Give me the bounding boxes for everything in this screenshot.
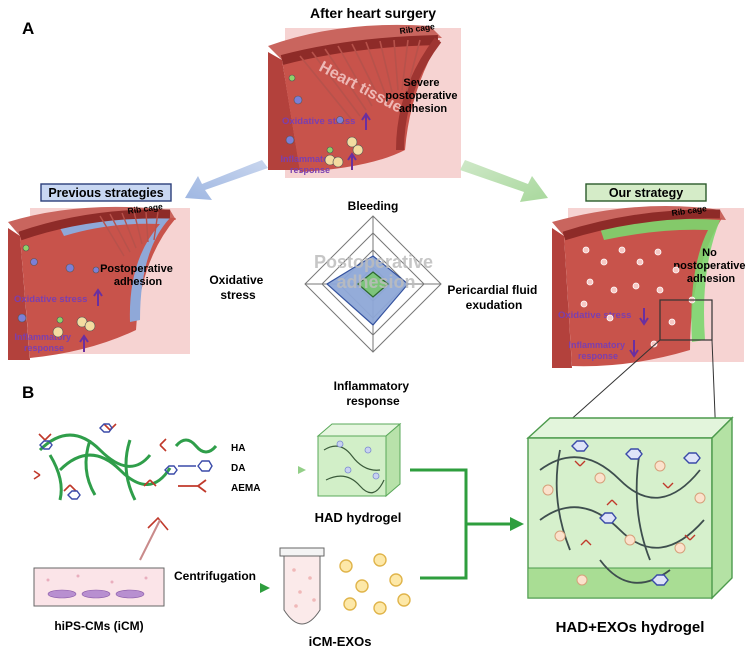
ours-oxidative-label: Oxidative stress xyxy=(558,310,631,321)
exosomes xyxy=(339,553,411,615)
radar-axis-left: Oxidative stress xyxy=(209,273,266,302)
previous-adhesion-label: Postoperative adhesion xyxy=(100,263,176,288)
radar-axis-bottom: Inflammatory response xyxy=(334,379,413,408)
previous-rib-cage: Rib cage xyxy=(127,201,164,216)
exos-label: iCM-EXOs xyxy=(309,634,372,649)
previous-strategy-illustration: Previous strategies Rib cage Postoperati… xyxy=(8,183,190,360)
legend-da: DA xyxy=(231,463,245,474)
had-hydrogel-block: HAD hydrogel xyxy=(315,422,402,525)
had-hydrogel-label: HAD hydrogel xyxy=(315,510,402,525)
final-hydrogel-block: HAD+EXOs hydrogel xyxy=(526,416,734,636)
ours-title: Our strategy xyxy=(609,186,683,200)
previous-oxidative-label: Oxidative stress xyxy=(14,294,87,305)
down-arrow-icon xyxy=(629,340,639,358)
down-arrow-icon xyxy=(639,308,649,326)
final-hydrogel-label: HAD+EXOs hydrogel xyxy=(556,619,705,636)
top-heart-illustration: After heart surgery Rib cage Heart tissu… xyxy=(268,5,461,178)
radar-watermark: Postoperative adhesion xyxy=(314,252,438,292)
panel-a-label: A xyxy=(22,19,34,38)
up-arrow-icon xyxy=(347,152,357,170)
merge-arrows xyxy=(410,468,512,580)
polymer-network xyxy=(33,423,178,501)
our-strategy-illustration: Our strategy Rib cage No postoperative a… xyxy=(547,183,748,441)
centrifuge-tube xyxy=(279,547,325,625)
ours-inflammatory-label: Inflammatory response xyxy=(568,340,627,361)
top-inflammatory-label: Inflammatory response xyxy=(280,154,339,175)
top-rib-cage: Rib cage xyxy=(399,21,436,36)
legend-ha: HA xyxy=(231,443,245,454)
top-title: After heart surgery xyxy=(310,5,436,21)
cells-label: hiPS-CMs (iCM) xyxy=(54,619,143,633)
radar-axis-top: Bleeding xyxy=(348,199,399,213)
top-adhesion-label: Severe postoperative adhesion xyxy=(385,77,460,115)
top-oxidative-label: Oxidative stress xyxy=(282,116,355,127)
zoom-box xyxy=(659,299,713,341)
radar-axis-right: Pericardial fluid exudation xyxy=(447,283,540,312)
up-arrow-icon xyxy=(79,334,89,352)
arrow-to-previous xyxy=(185,160,268,200)
our-strategy-area xyxy=(357,271,389,298)
radar-chart: Postoperative adhesion Bleeding Oxidativ… xyxy=(209,199,540,408)
ours-adhesion-label: No postoperative adhesion xyxy=(673,247,748,285)
previous-inflammatory-label: Inflammatory response xyxy=(14,332,73,353)
up-arrow-icon xyxy=(93,288,103,306)
previous-title: Previous strategies xyxy=(48,186,163,200)
panel-b-label: B xyxy=(22,383,34,402)
component-legend: HA DA AEMA xyxy=(174,438,260,494)
arrow-to-ours xyxy=(460,160,548,202)
cell-dish: hiPS-CMs (iCM) xyxy=(33,516,169,633)
ours-rib-cage: Rib cage xyxy=(671,203,708,218)
centrifugation-label: Centrifugation xyxy=(174,569,256,583)
up-arrow-icon xyxy=(361,112,371,130)
legend-aema: AEMA xyxy=(231,483,260,494)
